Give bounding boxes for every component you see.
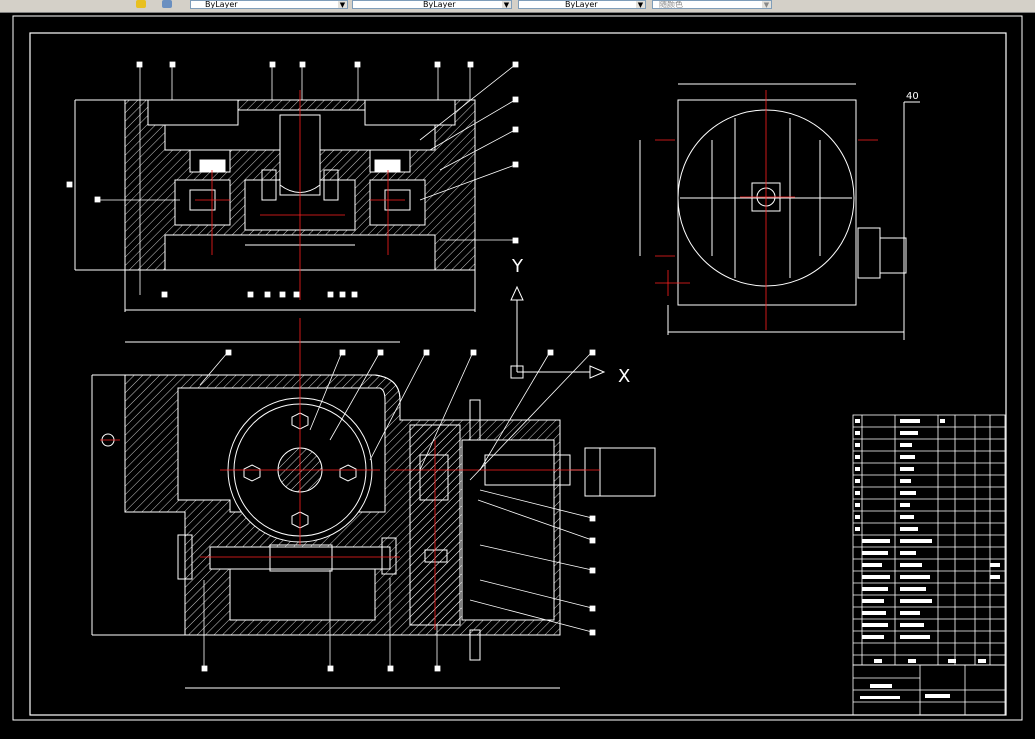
plotstyle-dropdown[interactable]: 随颜色 ▼ bbox=[652, 0, 772, 9]
lineweight-dropdown[interactable]: ByLayer ▼ bbox=[518, 0, 646, 9]
linetype-dropdown-value: ByLayer bbox=[423, 0, 456, 9]
plotstyle-dropdown-value: 随颜色 bbox=[659, 0, 683, 9]
axis-y-label: Y bbox=[511, 256, 524, 277]
ucs-axis-icon bbox=[510, 285, 606, 379]
parts-list-table bbox=[852, 414, 1006, 716]
properties-toolbar: ByLayer ▼ ByLayer ▼ ByLayer ▼ 随颜色 ▼ bbox=[0, 0, 1035, 13]
chevron-down-icon[interactable]: ▼ bbox=[762, 1, 771, 9]
section-view-top bbox=[74, 99, 476, 312]
leader-lines-gearbox bbox=[199, 349, 596, 672]
chevron-down-icon[interactable]: ▼ bbox=[636, 1, 645, 9]
dim-40-label: 40 bbox=[906, 91, 919, 102]
cad-drawing[interactable]: Y X 40 bbox=[0, 12, 1035, 735]
center-lines-gearbox bbox=[100, 318, 600, 630]
inner-frame bbox=[29, 32, 1007, 716]
center-lines-top bbox=[195, 90, 405, 300]
lineweight-dropdown-value: ByLayer bbox=[565, 0, 598, 9]
drawing-canvas[interactable]: Y X 40 bbox=[0, 12, 1035, 735]
layer-state-icon[interactable] bbox=[136, 0, 146, 8]
color-dropdown-value: ByLayer bbox=[205, 0, 238, 9]
plan-view-right bbox=[639, 83, 920, 340]
leader-lines-top bbox=[66, 61, 519, 298]
outer-frame bbox=[12, 15, 1023, 721]
axis-x-label: X bbox=[618, 366, 630, 387]
layer-prev-icon[interactable] bbox=[162, 0, 172, 8]
gearbox-view bbox=[91, 341, 656, 689]
chevron-down-icon[interactable]: ▼ bbox=[338, 1, 347, 9]
center-lines-plan bbox=[655, 90, 878, 330]
color-dropdown[interactable]: ByLayer ▼ bbox=[190, 0, 348, 9]
chevron-down-icon[interactable]: ▼ bbox=[502, 1, 511, 9]
parts-list-text-marks bbox=[855, 419, 1000, 699]
linetype-dropdown[interactable]: ByLayer ▼ bbox=[352, 0, 512, 9]
